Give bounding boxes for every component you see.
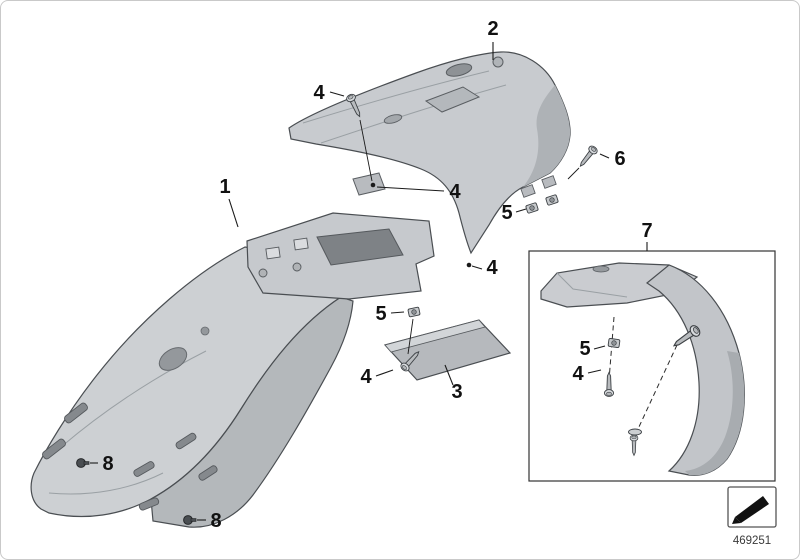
callout-2: 2 xyxy=(487,18,498,40)
callout-5-left: 5 xyxy=(375,303,386,325)
part-3-cover-plate xyxy=(383,319,512,381)
callout-5-box: 5 xyxy=(579,338,590,360)
callout-5-right: 5 xyxy=(501,202,512,224)
part-1-rear-fender xyxy=(30,212,435,528)
washer-icon xyxy=(628,428,642,436)
nut-icon xyxy=(607,337,621,349)
callout-6: 6 xyxy=(614,148,625,170)
part-2-upper-carrier xyxy=(288,51,571,255)
leader-lines xyxy=(90,42,648,521)
part-7-assembly-box xyxy=(528,250,776,482)
callout-3: 3 xyxy=(451,381,462,403)
callout-4-left: 4 xyxy=(360,366,372,388)
callout-7: 7 xyxy=(641,220,652,242)
nut-icon xyxy=(407,306,421,318)
callout-8-upper: 8 xyxy=(102,453,113,475)
callout-1: 1 xyxy=(219,176,230,198)
screw-icon xyxy=(576,144,600,170)
callout-4-mid: 4 xyxy=(449,181,461,203)
doc-number: 469251 xyxy=(733,535,771,547)
revision-stamp xyxy=(727,486,777,528)
nut-icon xyxy=(545,194,559,206)
callout-4-top: 4 xyxy=(313,82,325,104)
fold-arrow-icon xyxy=(732,496,769,524)
screw-icon xyxy=(629,434,639,456)
callout-4-box: 4 xyxy=(572,363,584,385)
callout-8-lower: 8 xyxy=(210,510,221,532)
callout-4-right: 4 xyxy=(486,257,498,279)
screw-icon xyxy=(603,372,615,397)
nut-icon xyxy=(525,202,539,214)
